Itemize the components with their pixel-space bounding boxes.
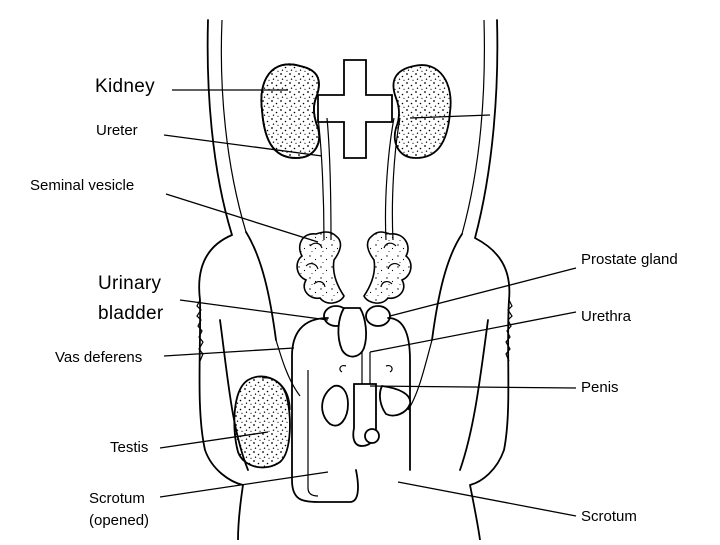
left-leg-outline	[245, 231, 277, 341]
glans	[364, 428, 380, 444]
seminal-vesicles	[296, 231, 412, 304]
label-testis: Testis	[110, 439, 148, 456]
leader-prostate-gland	[389, 267, 577, 317]
label-urethra: Urethra	[581, 308, 632, 325]
leader-kidney-right	[409, 114, 491, 119]
right-ureter	[384, 117, 401, 241]
aorta	[317, 59, 393, 159]
right-body-wall	[469, 19, 511, 541]
kidneys	[260, 63, 452, 159]
leader-urethra	[369, 311, 577, 353]
label-scrotum-opened-line2: (opened)	[89, 512, 149, 529]
label-scrotum-opened-line1: Scrotum	[89, 490, 145, 507]
left-body-wall-inner	[220, 19, 247, 233]
right-seminal-vesicle	[363, 231, 412, 304]
penis-left-body	[321, 384, 349, 427]
left-vesicle-lobes	[305, 242, 326, 288]
leader-urinary-bladder	[179, 299, 329, 321]
central-vessel	[317, 59, 393, 159]
label-urinary-bladder-line2: bladder	[98, 303, 164, 324]
left-kidney-texture	[260, 63, 320, 159]
testis-group	[233, 375, 291, 469]
label-prostate-gland: Prostate gland	[581, 251, 678, 268]
leader-scrotum-opened	[159, 471, 329, 498]
penis-structure	[321, 383, 411, 447]
ureters	[317, 117, 401, 241]
label-scrotum: Scrotum	[581, 508, 637, 525]
right-leg-outline	[431, 233, 463, 341]
epididymis	[261, 377, 291, 411]
testis	[233, 375, 291, 469]
right-vas-deferens	[387, 317, 411, 471]
leader-lines	[159, 89, 577, 517]
right-vesicle-lobes	[380, 242, 401, 288]
right-body-wall-inner	[461, 19, 486, 235]
vas-inner-left	[307, 370, 319, 497]
leader-ureter	[163, 134, 323, 157]
penis-right-body	[379, 385, 411, 417]
label-seminal-vesicle: Seminal vesicle	[30, 177, 134, 194]
bulbourethral-mark	[339, 365, 393, 373]
right-kidney	[392, 64, 452, 159]
label-kidney: Kidney	[95, 76, 155, 97]
urinary-bladder	[337, 307, 367, 358]
leader-seminal-vesicle	[165, 193, 319, 243]
label-ureter: Ureter	[96, 122, 138, 139]
left-seminal-vesicle	[296, 231, 345, 304]
labels: Kidney Ureter Seminal vesicle Urinary bl…	[30, 76, 678, 529]
leader-penis	[369, 385, 577, 389]
fur-fringe-right	[505, 299, 513, 362]
label-urinary-bladder-line1: Urinary	[98, 273, 162, 294]
leader-scrotum	[397, 481, 577, 517]
fur-fringe-left	[196, 299, 204, 362]
label-penis: Penis	[581, 379, 619, 396]
left-vas-deferens	[291, 317, 359, 503]
label-vas-deferens: Vas deferens	[55, 349, 142, 366]
leader-vas-deferens	[163, 347, 295, 357]
leader-testis	[159, 431, 269, 449]
right-thigh-outline	[459, 319, 489, 471]
left-ureter	[317, 117, 332, 241]
left-body-wall	[198, 19, 244, 541]
vas-deferens	[291, 317, 411, 503]
right-prostate-lobe	[365, 305, 391, 327]
